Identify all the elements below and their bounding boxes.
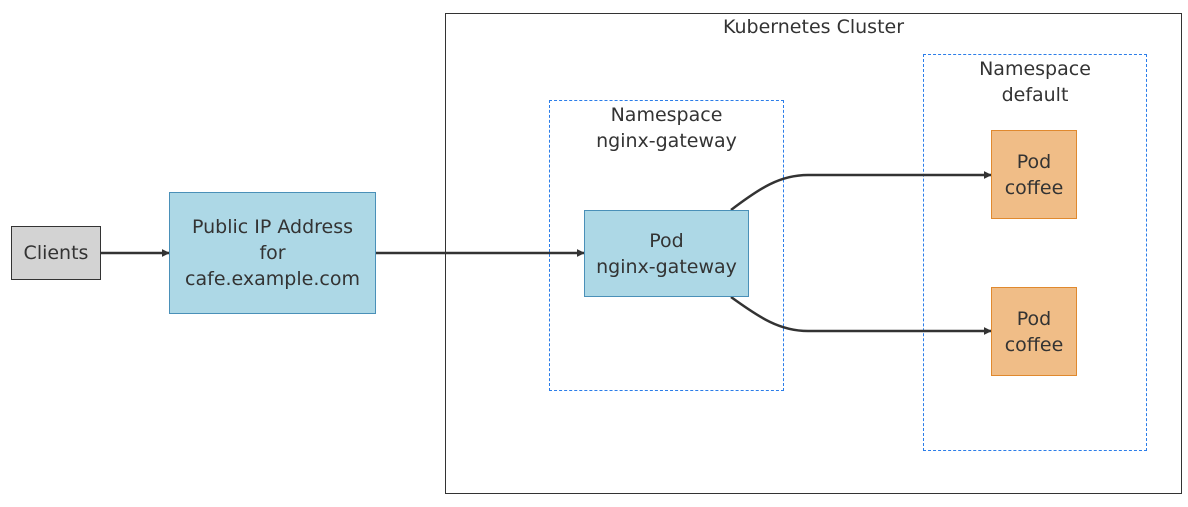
namespace-nginx-gateway: Namespace nginx-gateway <box>549 100 784 391</box>
clients-label: Clients <box>23 242 89 264</box>
clients-node: Clients <box>11 226 101 280</box>
coffee-pod-1-node: Pod coffee <box>991 130 1077 219</box>
public-ip-label-line3: cafe.example.com <box>185 268 360 290</box>
coffee-pod-2-label-line1: Pod <box>1016 307 1052 330</box>
gateway-pod-label-line2: nginx-gateway <box>596 255 737 278</box>
public-ip-label-line1: Public IP Address <box>191 216 354 238</box>
namespace-default-label-line2: default <box>1001 84 1069 106</box>
edge-gateway-to-coffee-2 <box>730 295 992 335</box>
gateway-pod-node: Pod nginx-gateway <box>584 210 749 297</box>
namespace-gateway-label-line2: nginx-gateway <box>596 130 737 152</box>
public-ip-node: Public IP Address for cafe.example.com <box>169 192 376 314</box>
namespace-gateway-label-line1: Namespace <box>610 104 723 126</box>
coffee-pod-2-label-line2: coffee <box>1004 333 1064 356</box>
public-ip-label-line2: for <box>259 242 286 264</box>
cluster-label: Kubernetes Cluster <box>722 16 905 38</box>
edge-gateway-to-coffee-1 <box>730 171 992 211</box>
coffee-pod-2-node: Pod coffee <box>991 287 1077 376</box>
gateway-pod-label-line1: Pod <box>649 229 684 252</box>
namespace-default-label-line1: Namespace <box>979 58 1091 80</box>
coffee-pod-1-label-line1: Pod <box>1016 150 1052 173</box>
coffee-pod-1-label-line2: coffee <box>1004 176 1064 199</box>
namespace-default: Namespace default <box>923 54 1147 451</box>
